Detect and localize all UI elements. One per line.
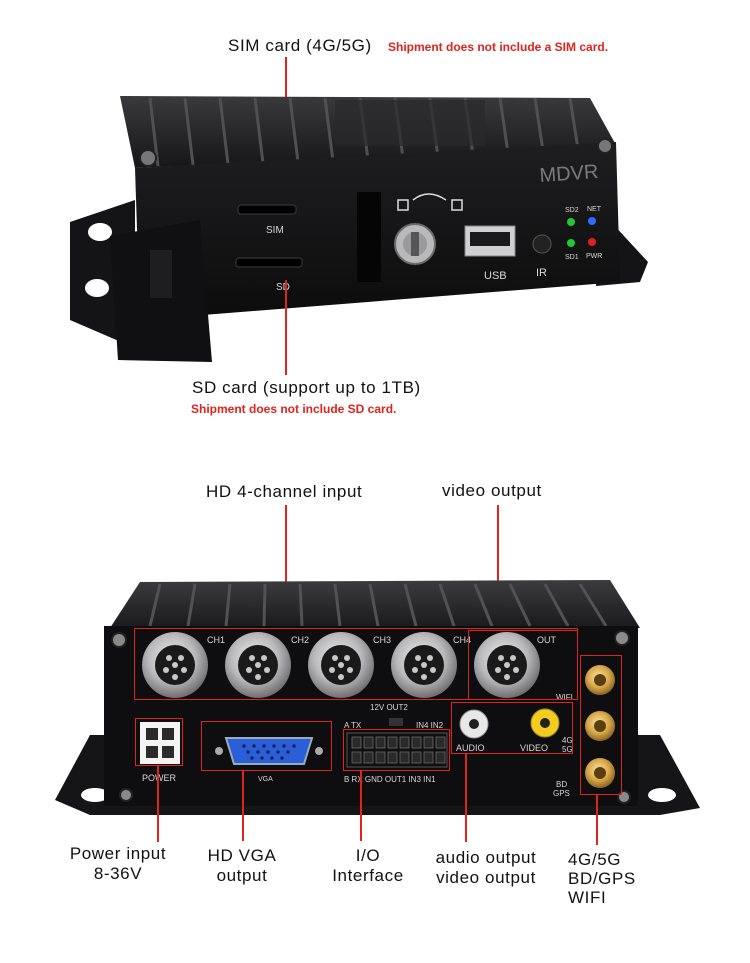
vga-caption: HD VGA output [192, 846, 292, 886]
av-caption: audio output video output [424, 848, 548, 888]
antenna-caption-line3: WIFI [568, 888, 607, 907]
av-line [465, 754, 467, 842]
connector-ch1 [142, 632, 208, 698]
power-caption-line1: Power input [69, 844, 167, 863]
usb-port: USB [464, 225, 516, 282]
antenna-caption-line2: BD/GPS [568, 869, 636, 888]
hd-input-line [285, 505, 287, 630]
ch1-label: CH1 [207, 635, 225, 645]
power-line [157, 766, 159, 842]
vga-caption-line2: output [216, 866, 268, 885]
antenna-box [580, 655, 622, 795]
vga-box [201, 721, 332, 771]
power-caption-line2: 8-36V [93, 864, 143, 883]
power-port-label: POWER [142, 773, 177, 783]
io-box [343, 729, 450, 771]
led-net-label: NET [587, 206, 602, 213]
video-output-box [468, 630, 578, 700]
5g-port-label: 5G [562, 745, 573, 754]
hd-input-label: HD 4-channel input [206, 482, 363, 501]
ch4-label: CH4 [453, 635, 471, 645]
antenna-line [596, 795, 598, 845]
power-caption: Power input 8-36V [58, 844, 178, 884]
led-sd1 [567, 239, 575, 247]
out-label: OUT [537, 635, 557, 645]
led-sd1-label: SD1 [565, 254, 579, 261]
io-bottom-label: B RX GND OUT1 IN3 IN1 [344, 775, 436, 784]
sim-slot: SIM [237, 204, 297, 236]
led-pwr [588, 238, 596, 246]
io-line [360, 771, 362, 841]
status-leds: SD2 NET SD1 PWR [565, 206, 602, 261]
wifi-port-label: WIFI [556, 693, 573, 702]
card-door [110, 220, 212, 362]
video-output-label: video output [442, 481, 542, 500]
key-lock [394, 193, 463, 265]
io-top-right-label: IN4 IN2 [416, 721, 444, 730]
ir-label: IR [536, 267, 547, 279]
brand-emboss: MDVR [539, 161, 599, 187]
vga-line [242, 771, 244, 841]
connector-out [474, 632, 540, 698]
led-net [588, 217, 596, 225]
power-connector: POWER [140, 722, 180, 783]
rca-video: VIDEO 4G 5G [520, 708, 573, 754]
io-caption: I/O Interface [318, 846, 418, 886]
ch3-label: CH3 [373, 635, 391, 645]
led-sd2 [567, 218, 575, 226]
led-sd2-label: SD2 [565, 207, 579, 214]
usb-label: USB [484, 270, 507, 282]
sd-slot-label: SD [276, 282, 290, 293]
io-caption-line2: Interface [332, 866, 404, 885]
io-terminal: A TX IN4 IN2 B RX GND OUT1 IN3 IN1 [344, 718, 448, 784]
sd-card-note: Shipment does not include SD card. [191, 402, 397, 416]
sim-card-title: SIM card (4G/5G) [228, 36, 372, 55]
connector-ch4 [391, 632, 457, 698]
4g-port-label: 4G [562, 736, 573, 745]
antenna-caption-line1: 4G/5G [568, 850, 622, 869]
av-caption-line1: audio output [435, 848, 537, 867]
rca-audio: AUDIO [456, 709, 489, 753]
vga-port-label: VGA [258, 776, 273, 783]
sd-callout-line [285, 280, 287, 375]
video-output-line [497, 505, 499, 630]
power-box [135, 718, 183, 766]
led-pwr-label: PWR [586, 253, 602, 260]
rear-heatsink [110, 580, 640, 628]
sd-card-title: SD card (support up to 1TB) [192, 378, 421, 397]
audio-port-label: AUDIO [456, 743, 485, 753]
av-box [451, 702, 573, 754]
connector-ch2 [225, 632, 291, 698]
recess-slot [357, 192, 381, 282]
ch2-label: CH2 [291, 635, 309, 645]
antenna-caption: 4G/5G BD/GPS WIFI [568, 850, 636, 907]
vga-connector: VGA [215, 737, 323, 783]
bd-port-label: BD [556, 780, 567, 789]
sim-card-note: Shipment does not include a SIM card. [388, 40, 609, 54]
av-caption-line2: video output [436, 868, 536, 887]
connector-ch3 [308, 632, 374, 698]
v12-out2-label: 12V OUT2 [370, 703, 408, 712]
sim-slot-label: SIM [266, 225, 284, 236]
video-port-label: VIDEO [520, 743, 548, 753]
ir-sensor: IR [532, 234, 552, 279]
io-top-left-label: A TX [344, 721, 362, 730]
io-caption-line1: I/O [355, 846, 381, 865]
gps-port-label: GPS [553, 789, 570, 798]
aviation-connectors [142, 632, 540, 698]
antenna-connectors: WIFI BD GPS [553, 665, 615, 798]
sd-slot: SD [235, 257, 303, 293]
vga-caption-line1: HD VGA [207, 846, 277, 865]
